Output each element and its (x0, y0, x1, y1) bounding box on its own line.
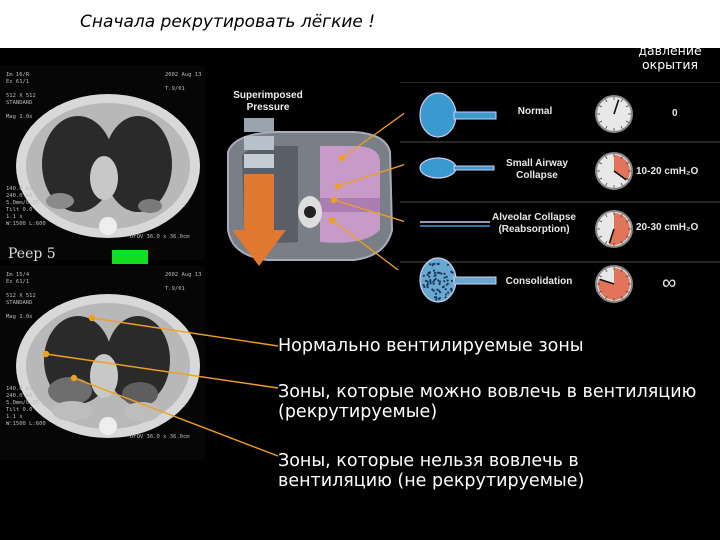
pressure-gauge-consolidation (595, 265, 633, 303)
alveolus-consolidation (419, 257, 497, 303)
consolidation-dot (432, 289, 435, 292)
consolidation-dot (445, 283, 448, 286)
consolidation-dot (427, 271, 430, 274)
consolidation-dot (446, 291, 450, 294)
title-bar: Сначала рекрутировать лёгкие ! (0, 0, 720, 48)
consolidation-dot (434, 292, 438, 295)
pressure-header: давление окрытия (638, 43, 702, 72)
consolidation-dot (436, 262, 439, 266)
consolidation-dot (426, 286, 429, 289)
consolidation-dot (440, 272, 443, 275)
green-marker (112, 250, 148, 264)
consolidation-dot (450, 270, 453, 273)
consolidation-dot (432, 269, 436, 272)
consolidation-dot (423, 285, 426, 288)
ct-scan-bottom (16, 294, 200, 438)
consolidation-dot (446, 279, 449, 282)
consolidation-dot (429, 278, 432, 282)
zone-non-recruitable: Зоны, которые нельзя вовлечь в вентиляци… (278, 451, 585, 491)
row-label-consolidation: Consolidation (505, 276, 573, 287)
ct-image-bottom: Im 15/4 Ex 61/1 512 X 512 STANDARD Mag 1… (0, 266, 205, 460)
consolidation-dot (443, 276, 446, 279)
pressure-gauge-small-airway (595, 152, 633, 190)
consolidation-dot (433, 274, 436, 277)
consolidation-dot (426, 273, 429, 276)
consolidation-dot (428, 263, 432, 266)
pressure-gauge-normal (595, 95, 633, 133)
ct-meta-bottom-left: 140.0 kV 240.0 mA 5.0mm/0.00 Tilt 0.0 1.… (6, 386, 46, 427)
ct-scan-top (16, 94, 200, 238)
consolidation-dot (426, 280, 429, 283)
ct-meta-bottom-left: 140.0 kV 240.0 mA 5.0mm/0.00 Tilt 0.0 1.… (6, 186, 46, 227)
ct-meta-bottom-right: DFOV 36.0 x 36.0cm (130, 434, 190, 440)
consolidation-dot (437, 289, 441, 292)
consolidation-dot (438, 271, 441, 274)
consolidation-dot (438, 296, 441, 300)
page-title: Сначала рекрутировать лёгкие ! (80, 12, 376, 32)
consolidation-dot (431, 263, 434, 266)
pressure-value-small-airway: 10-20 cmH₂O (636, 166, 699, 177)
ct-meta-right: 2002 Aug 13 T.9/01 (165, 72, 202, 92)
consolidation-dot (428, 275, 431, 278)
consolidation-dot (436, 288, 439, 291)
pressure-value-consolidation: ∞ (662, 272, 677, 294)
consolidation-dot (436, 271, 439, 274)
ct-meta-left: Im 15/4 Ex 61/1 512 X 512 STANDARD Mag 1… (6, 272, 36, 320)
pressure-value-alveolar: 20-30 cmH₂O (636, 222, 699, 233)
consolidation-dot (450, 289, 453, 292)
consolidation-dot (424, 279, 428, 283)
ct-meta-bottom-right: DFOV 36.0 x 36.0cm (130, 234, 190, 240)
consolidation-dot (441, 286, 445, 289)
consolidation-dot (444, 293, 448, 296)
consolidation-dot (444, 296, 447, 299)
alveolus-alveolar-collapse (420, 221, 490, 227)
consolidation-dot (435, 296, 438, 299)
consolidation-dot (433, 279, 436, 282)
consolidation-dot (450, 279, 453, 283)
consolidation-dot (443, 280, 446, 283)
thorax-cross-section (227, 111, 407, 277)
consolidation-dot (437, 279, 440, 282)
consolidation-dot (438, 282, 441, 285)
alveolus-small-airway-collapse (419, 157, 495, 179)
consolidation-dot (429, 280, 432, 283)
zone-recruitable: Зоны, которые можно вовлечь в вентиляцию… (278, 382, 697, 422)
ct-meta-right: 2002 Aug 13 T.9/01 (165, 272, 202, 292)
consolidation-dot (438, 280, 442, 283)
consolidation-dot (432, 280, 435, 283)
alveolus-normal (419, 92, 497, 138)
diagram-label: Superimposed Pressure (233, 90, 303, 113)
consolidation-dot (426, 282, 429, 286)
ct-image-top: Im 16/R Ex 61/1 512 X 512 STANDARD Mag 1… (0, 66, 205, 260)
zone-normal-ventilated: Нормально вентилируемые зоны (278, 336, 584, 356)
consolidation-dot (433, 271, 437, 275)
pressure-gauge-alveolar (595, 210, 633, 248)
superimposed-pressure-diagram: Superimposed Pressure (214, 80, 407, 277)
consolidation-dot (432, 282, 435, 285)
pressure-value-normal: 0 (672, 108, 678, 119)
consolidation-dot (443, 272, 446, 275)
ct-meta-left: Im 16/R Ex 61/1 512 X 512 STANDARD Mag 1… (6, 72, 36, 120)
peep-label: Peep 5 (8, 246, 56, 262)
row-label-alveolar-collapse: Alveolar Collapse (Reabsorption) (492, 212, 576, 235)
consolidation-dot (444, 288, 447, 291)
consolidation-dot (446, 263, 450, 266)
consolidation-dot (435, 298, 438, 301)
consolidation-dot (433, 262, 436, 265)
consolidation-dot (422, 274, 425, 277)
consolidation-dot (445, 275, 448, 278)
row-label-normal: Normal (517, 106, 553, 117)
row-label-small-airway-collapse: Small Airway Collapse (506, 158, 568, 181)
alveoli-pressure-panel (400, 82, 720, 303)
consolidation-dot (422, 283, 425, 287)
